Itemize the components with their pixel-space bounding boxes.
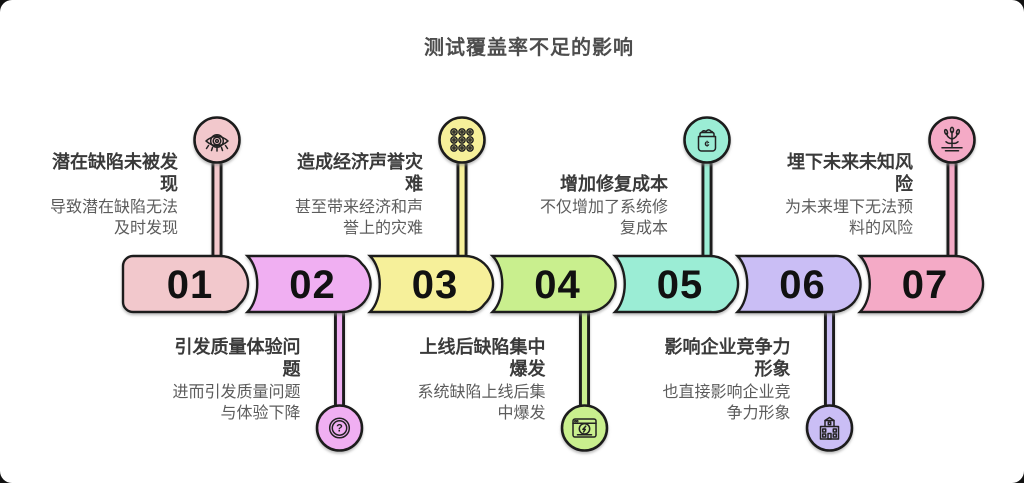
step-title: 埋下未来未知风险 (787, 152, 913, 194)
plant-icon (941, 126, 963, 152)
svg-text:¢: ¢ (704, 139, 709, 149)
step-segment-03 (367, 254, 495, 314)
step-note-03: 造成经济声誉灾难甚至带来经济和声誉上的灾难 (290, 151, 423, 239)
step-note-04: 上线后缺陷集中爆发系统缺陷上线后集中爆发 (413, 336, 546, 424)
step-title: 造成经济声誉灾难 (297, 152, 423, 194)
step-desc: 不仅增加了系统修复成本 (539, 199, 668, 237)
cost-jar-icon: ¢ (697, 129, 717, 152)
eye-icon (205, 133, 229, 152)
step-note-01: 潜在缺陷未被发现导致潜在缺陷无法及时发现 (45, 151, 178, 239)
step-circle-06 (805, 404, 854, 452)
step-title: 影响企业竞争力形象 (664, 337, 791, 379)
question-icon: ? (328, 417, 351, 439)
coins-icon (450, 128, 474, 152)
step-title: 增加修复成本 (560, 174, 668, 194)
step-number: 03 (412, 263, 459, 307)
step-number: 05 (657, 263, 704, 307)
step-desc: 系统缺陷上线后集中爆发 (417, 384, 546, 422)
step-note-05: 增加修复成本不仅增加了系统修复成本 (535, 173, 668, 239)
building-icon (819, 416, 840, 440)
step-number: 04 (534, 263, 581, 307)
step-desc: 导致潜在缺陷无法及时发现 (49, 199, 178, 237)
step-number: 02 (289, 263, 336, 307)
step-title: 引发质量体验问题 (174, 337, 301, 379)
step-desc: 进而引发质量问题与体验下降 (172, 384, 301, 422)
step-desc: 甚至带来经济和声誉上的灾难 (294, 199, 423, 237)
step-circle-05 (683, 116, 731, 164)
step-circle-03 (438, 116, 486, 164)
step-desc: 也直接影响企业竞争力形象 (662, 384, 791, 422)
step-segment-07 (857, 254, 985, 314)
step-note-02: 引发质量体验问题进而引发质量问题与体验下降 (168, 336, 301, 424)
step-title: 上线后缺陷集中爆发 (419, 337, 546, 379)
step-number: 01 (167, 263, 214, 307)
step-number: 07 (902, 263, 949, 307)
step-note-06: 影响企业竞争力形象也直接影响企业竞争力形象 (658, 336, 791, 424)
step-segment-02 (244, 254, 372, 314)
step-circle-02 (315, 404, 364, 452)
step-segment-04 (489, 254, 617, 314)
svg-text:?: ? (336, 423, 343, 435)
step-note-07: 埋下未来未知风险为未来埋下无法预料的风险 (780, 151, 913, 239)
step-number: 06 (779, 263, 826, 307)
step-segment-01 (121, 254, 250, 314)
diagram-title: 测试覆盖率不足的影响 (424, 37, 634, 59)
step-title: 潜在缺陷未被发现 (52, 152, 178, 194)
crash-window-icon (572, 418, 597, 438)
step-desc: 为未来埋下无法预料的风险 (784, 199, 913, 237)
step-segment-05 (612, 254, 740, 314)
step-segment-06 (734, 254, 862, 314)
